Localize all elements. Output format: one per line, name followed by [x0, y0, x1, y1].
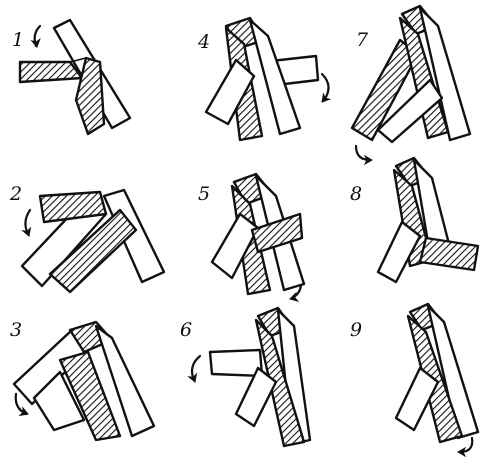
step-1: 1	[12, 18, 132, 136]
step-6-number: 6	[180, 319, 192, 341]
step-6-light-strip-lower	[234, 366, 278, 428]
step-6-light-strip-left	[208, 348, 264, 378]
step-8-number: 8	[350, 183, 362, 205]
step-2-dark-strip-top	[38, 190, 108, 224]
step-4-light-strip-left	[204, 58, 256, 126]
step-2-number: 2	[9, 183, 22, 205]
step-5-number: 5	[198, 183, 210, 205]
step-4-number: 4	[197, 31, 210, 53]
step-6-dark-strip-diagonal	[254, 318, 306, 448]
step-3-number: 3	[10, 319, 22, 341]
step-3-light-strip-bottom	[32, 370, 86, 432]
step-3: 3	[10, 319, 156, 442]
step-8-light-strip-left	[376, 220, 422, 284]
step-1-dark-strip-left	[18, 60, 84, 84]
step-2-dark-strip-diagonal	[48, 208, 138, 294]
step-8: 8	[350, 156, 480, 284]
step-1-number: 1	[12, 29, 24, 51]
step-2: 2	[9, 183, 166, 294]
step-3-dark-strip-diagonal	[58, 350, 122, 442]
step-1-dark-strip-diagonal	[74, 56, 106, 136]
step-7: 7	[350, 4, 472, 165]
step-5-dark-strip-cross	[250, 212, 304, 254]
step-3-light-strip-right	[94, 324, 156, 438]
step-9-light-strip-left	[394, 366, 440, 432]
step-7-light-strip-cross	[376, 78, 444, 144]
step-4: 4	[197, 16, 331, 142]
step-9: 9	[350, 302, 480, 457]
step-8-dark-strip-cross	[418, 236, 480, 272]
step-5: 5	[198, 172, 306, 304]
step-6: 6	[180, 306, 312, 448]
step-9-number: 9	[350, 319, 362, 341]
step-7-number: 7	[356, 29, 369, 51]
step-4-light-strip-diagonal	[248, 18, 302, 136]
